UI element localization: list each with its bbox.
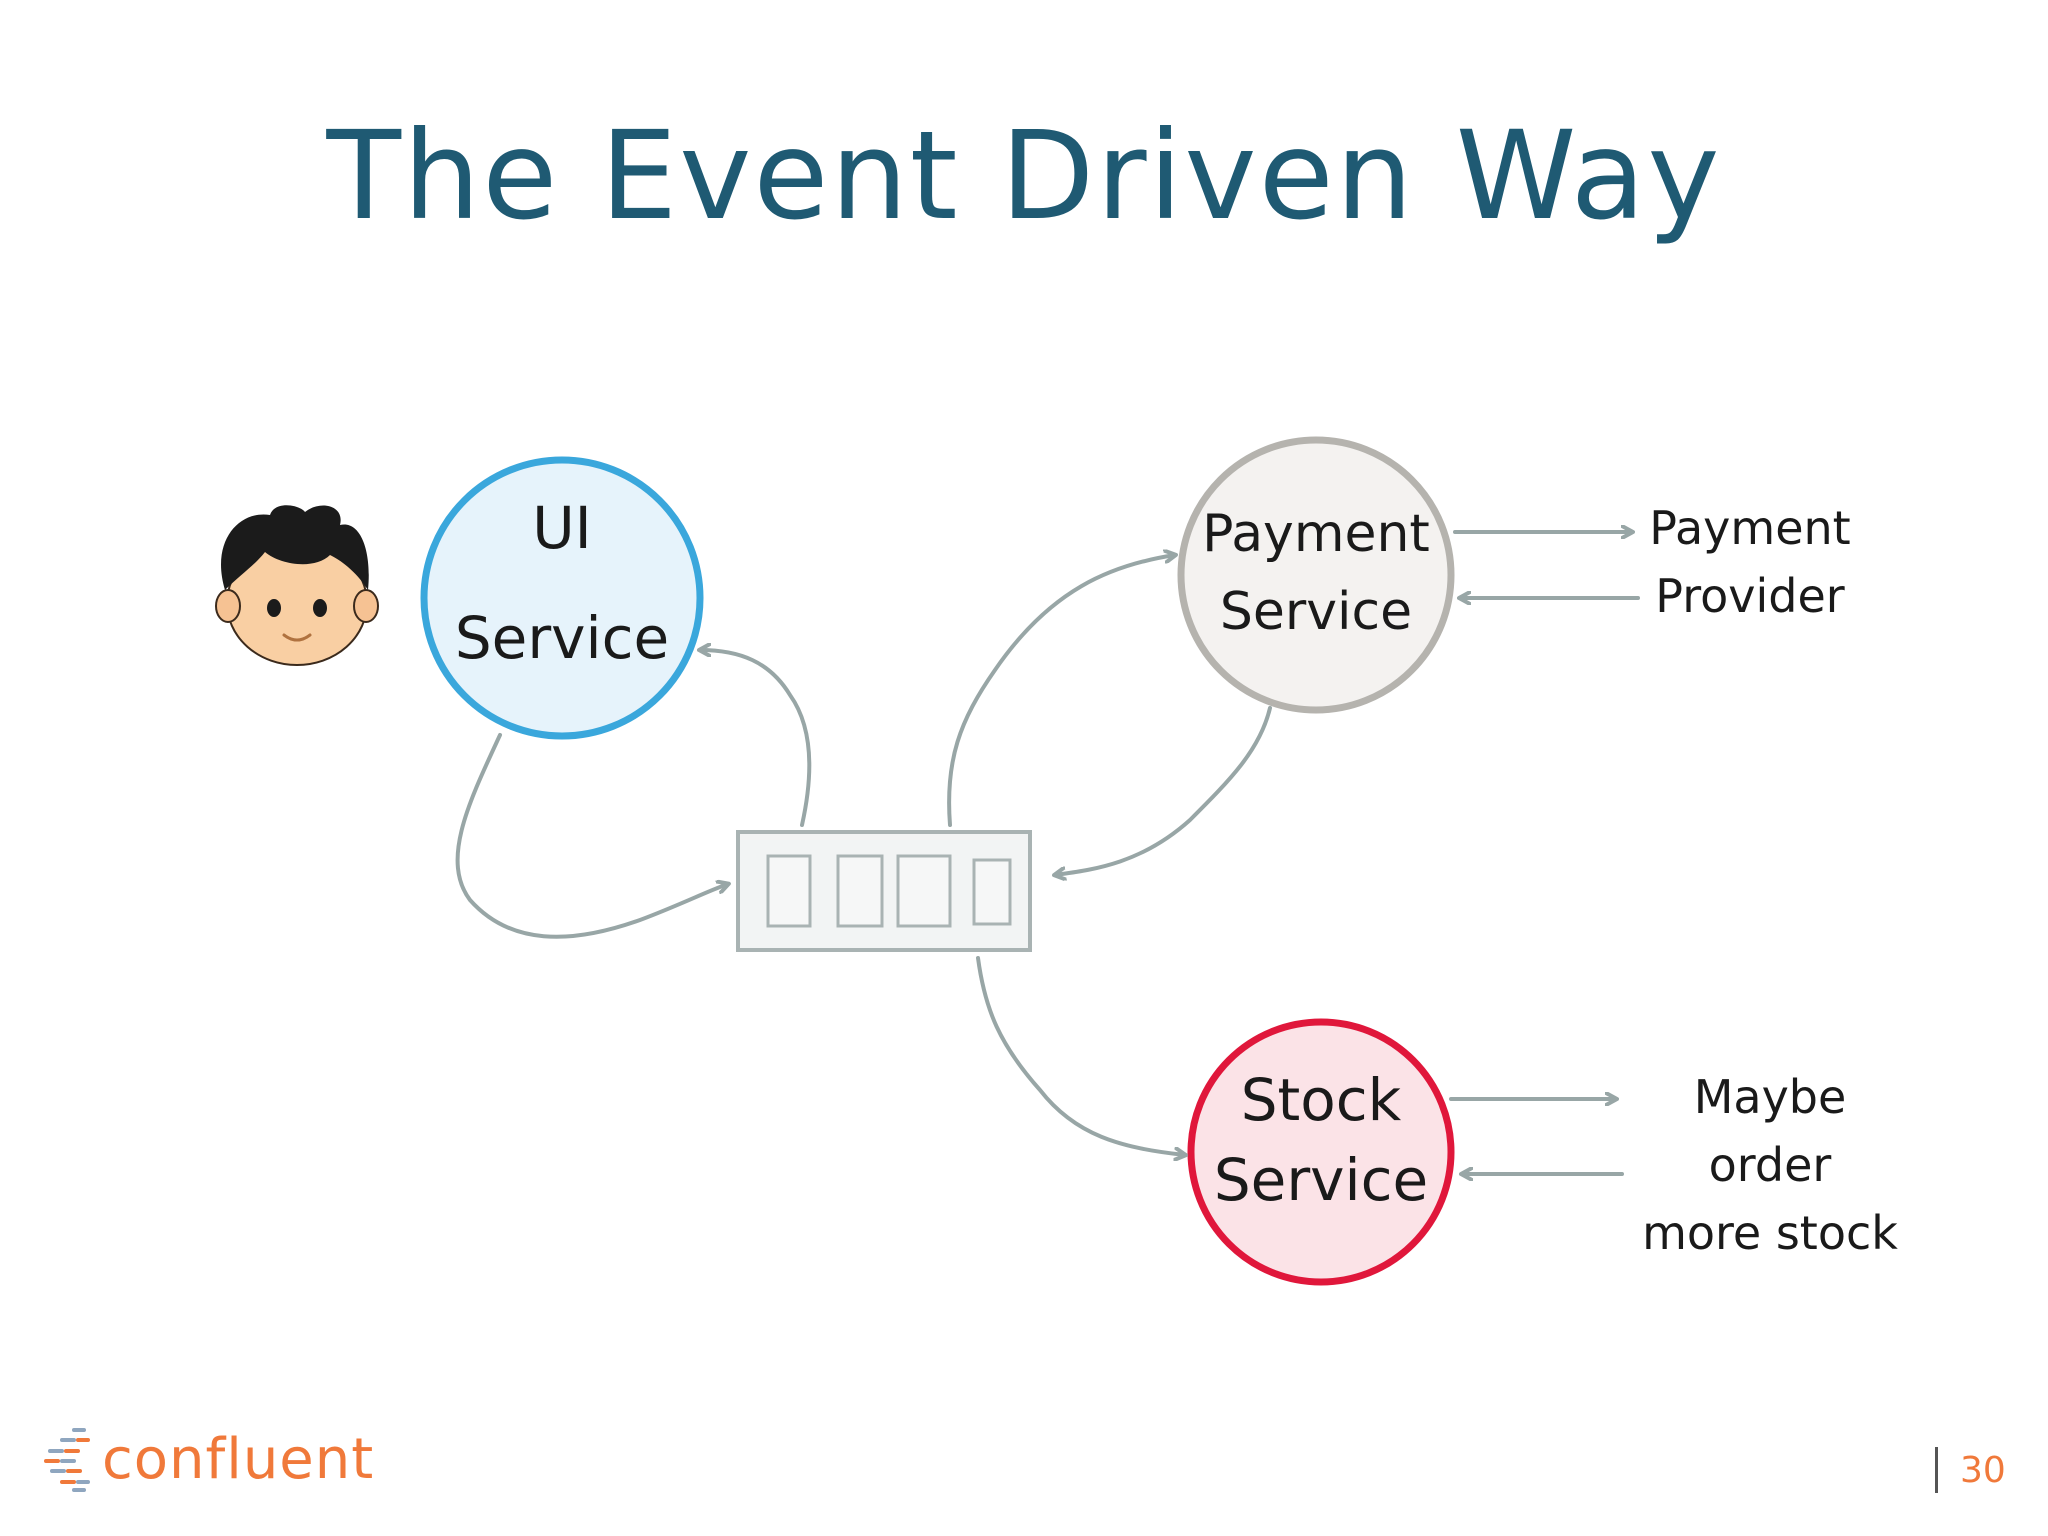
arrow-log-to-ui (700, 650, 812, 827)
page-number-divider (1935, 1447, 1938, 1493)
stock-service-circle[interactable] (1187, 1018, 1455, 1286)
payment-service-label: Payment Service (1196, 495, 1436, 651)
stock-order-line1: Maybe order (1693, 1070, 1847, 1192)
stock-service-line2: Service (1213, 1146, 1429, 1214)
arrow-log-to-stock (976, 956, 1185, 1155)
ui-service-circle[interactable] (420, 456, 704, 740)
payment-service-line1: Payment (1202, 504, 1430, 564)
ui-service-label: UI Service (432, 488, 692, 678)
page-number: 30 (1935, 1440, 2025, 1500)
arrow-ui-to-log (455, 733, 728, 939)
arrow-log-to-payment (947, 555, 1175, 827)
stock-order-line2: more stock (1642, 1206, 1898, 1260)
brand-name: confluent (102, 1426, 375, 1492)
payment-provider-line2: Provider (1655, 569, 1845, 623)
stock-service-label: Stock Service (1196, 1060, 1446, 1220)
arrow-payment-to-log (1055, 706, 1272, 875)
event-log-icon[interactable] (736, 830, 1032, 952)
page-number-text: 30 (1960, 1449, 2006, 1491)
ui-service-line2: Service (454, 604, 670, 672)
stock-order-label: Maybe order more stock (1630, 1063, 1910, 1267)
payment-provider-label: Payment Provider (1630, 494, 1870, 630)
slide-title: The Event Driven Way (326, 105, 1722, 247)
payment-service-circle[interactable] (1177, 436, 1455, 714)
confluent-mark-icon (44, 1428, 90, 1492)
payment-provider-line1: Payment (1649, 501, 1851, 555)
confluent-logo: confluent (44, 1424, 374, 1494)
payment-service-line2: Service (1219, 582, 1413, 642)
ui-service-line1: UI (532, 494, 592, 562)
boy-face-icon (215, 505, 379, 666)
stock-service-line1: Stock (1240, 1066, 1402, 1134)
